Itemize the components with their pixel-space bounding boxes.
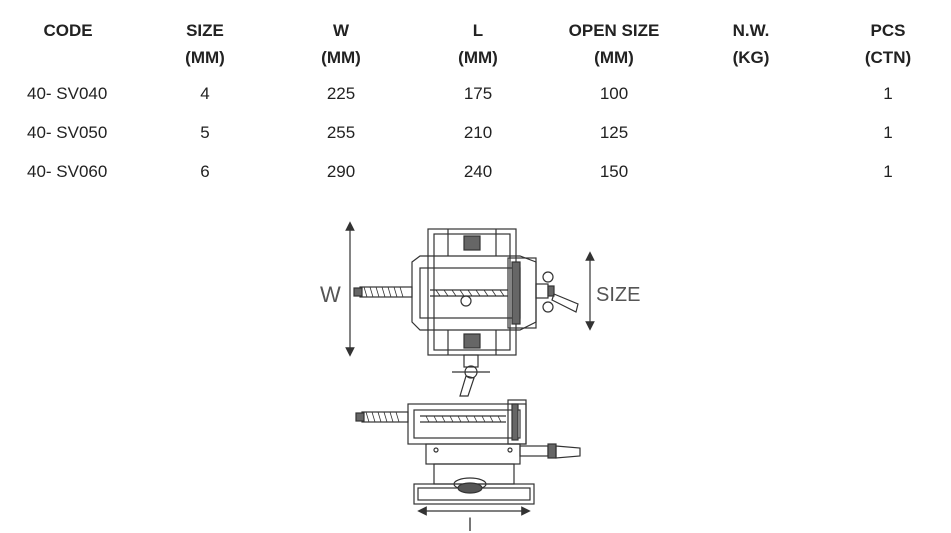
vise-top-view — [353, 228, 579, 397]
row-2-open: 125 — [599, 123, 629, 142]
row-1-w: 225 — [326, 84, 356, 103]
row-2-w: 255 — [326, 123, 356, 142]
row-3-open: 150 — [599, 162, 629, 181]
row-1-size: 4 — [200, 84, 210, 103]
dimension-w-label: W — [320, 282, 341, 307]
row-2-l: 210 — [463, 123, 493, 142]
header-l: L (MM) — [458, 21, 498, 67]
dimension-l-label: l — [468, 515, 472, 533]
vise-side-view — [355, 399, 581, 505]
row-1-pcs: 1 — [883, 84, 893, 103]
row-2-code: 40- SV050 — [27, 123, 108, 142]
dimension-size-label: SIZE — [596, 284, 640, 306]
row-1-open: 100 — [599, 84, 629, 103]
header-code: CODE — [43, 21, 93, 40]
header-open-size: OPEN SIZE (MM) — [568, 21, 660, 67]
header-w: W (MM) — [321, 21, 361, 67]
row-3-l: 240 — [463, 162, 493, 181]
row-3-size: 6 — [200, 162, 210, 181]
header-pcs: PCS (CTN) — [864, 21, 912, 67]
header-nw: N.W. (KG) — [732, 21, 770, 67]
row-2-pcs: 1 — [883, 123, 893, 142]
row-3-w: 290 — [326, 162, 356, 181]
row-1-code: 40- SV040 — [27, 84, 108, 103]
row-1-l: 175 — [463, 84, 493, 103]
row-2-size: 5 — [200, 123, 210, 142]
row-3-code: 40- SV060 — [27, 162, 108, 181]
row-3-pcs: 1 — [883, 162, 893, 181]
header-size: SIZE (MM) — [185, 21, 225, 67]
